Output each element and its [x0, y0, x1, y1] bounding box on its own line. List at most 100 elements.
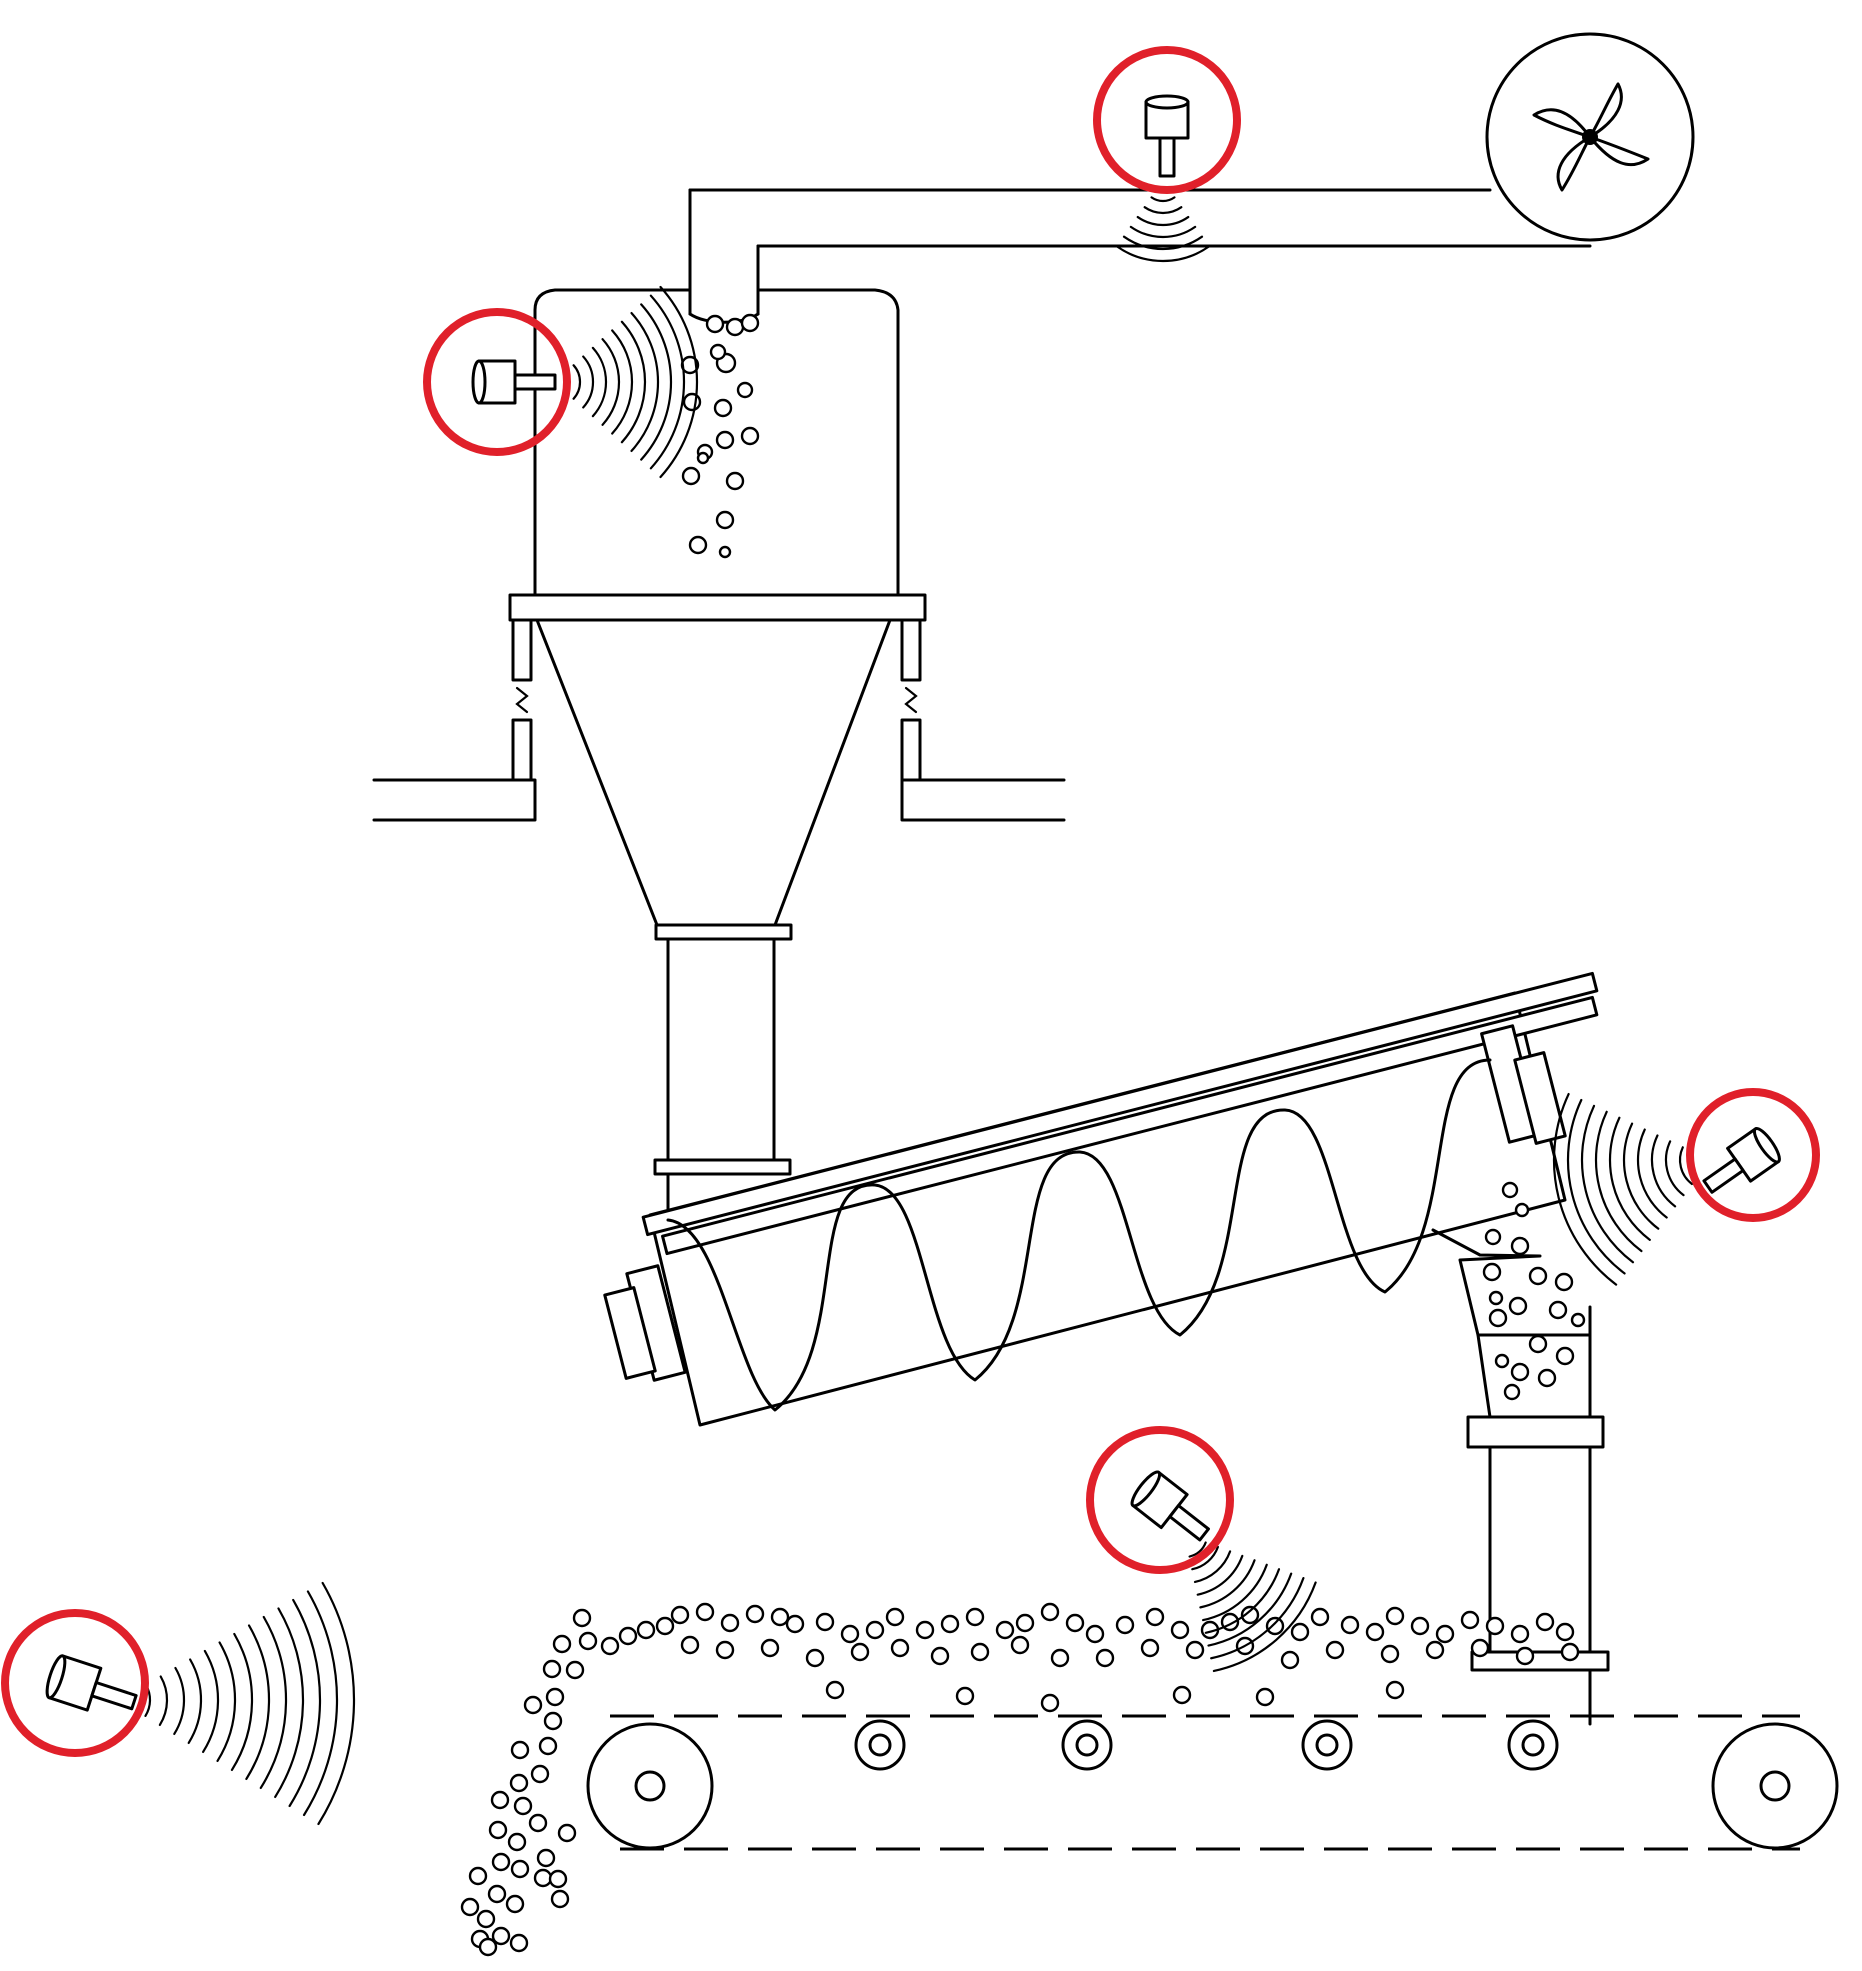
particle-64: [509, 1933, 529, 1953]
left-bottom-sensor-icon-lens: [45, 1654, 67, 1700]
particle-21: [1484, 1228, 1502, 1246]
particle-130: [1515, 1646, 1535, 1666]
particle-24: [1482, 1262, 1502, 1282]
particle-59: [550, 1889, 570, 1909]
particle-38: [578, 1631, 598, 1651]
particle-41: [565, 1660, 585, 1680]
particle-72: [636, 1620, 656, 1640]
particle-115: [850, 1642, 870, 1662]
particle-71: [618, 1626, 638, 1646]
left-sensor-wave: [620, 320, 647, 444]
particle-9: [681, 466, 701, 486]
left-bottom-sensor-wave: [288, 1598, 322, 1808]
particle-133: [955, 1686, 975, 1706]
left-bottom-sensor-wave: [317, 1581, 356, 1826]
particle-118: [970, 1642, 990, 1662]
particle-94: [1170, 1620, 1190, 1640]
sensor-wave-group: [144, 196, 1694, 1826]
particle-29: [1528, 1334, 1548, 1354]
particle-125: [1280, 1650, 1300, 1670]
particle-54: [491, 1852, 511, 1872]
middle-sensor-wave: [1196, 1554, 1244, 1596]
particle-83: [885, 1607, 905, 1627]
particle-55: [510, 1859, 530, 1879]
particle-123: [1185, 1640, 1205, 1660]
left-sensor-wave: [630, 311, 660, 453]
machinery-outline: [372, 32, 1839, 1851]
particle-132: [825, 1680, 845, 1700]
particle-119: [1010, 1635, 1030, 1655]
middle-sensor-icon-highlight-ring: [1086, 1426, 1234, 1574]
left-bottom-sensor-wave: [230, 1632, 254, 1772]
fan-icon: [1485, 32, 1695, 242]
particle-13: [718, 545, 732, 559]
particle-11: [715, 510, 735, 530]
particle-36: [1494, 1353, 1510, 1369]
particle-82: [865, 1620, 885, 1640]
particle-99: [1290, 1622, 1310, 1642]
particle-37: [572, 1608, 592, 1628]
particle-33: [1503, 1383, 1521, 1401]
sensor-group: [1, 46, 1820, 1757]
particle-135: [1172, 1685, 1192, 1705]
top-sensor-icon: [1144, 94, 1190, 178]
particle-86: [965, 1607, 985, 1627]
left-sensor-wave: [572, 364, 582, 400]
left-sensor-wave: [640, 303, 673, 461]
top-sensor-icon-highlight-ring: [1093, 46, 1241, 194]
particle-136: [1255, 1687, 1275, 1707]
particle-30: [1555, 1346, 1575, 1366]
middle-sensor-wave: [1199, 1559, 1256, 1609]
left-bottom-sensor-wave: [173, 1666, 186, 1736]
left-sensor-icon-highlight-ring: [423, 308, 571, 456]
particle-65: [460, 1897, 480, 1917]
top-sensor-wave: [1129, 225, 1197, 239]
particle-98: [1265, 1616, 1285, 1636]
particle-20: [1514, 1202, 1530, 1218]
right-sensor-wave: [1622, 1122, 1660, 1230]
top-sensor-wave: [1150, 196, 1176, 203]
left-sensor-wave: [601, 338, 621, 426]
particle-31: [1510, 1362, 1530, 1382]
particle-19: [1501, 1181, 1519, 1199]
particle-46: [510, 1740, 530, 1760]
left-bottom-sensor-wave: [202, 1649, 220, 1754]
particle-53: [507, 1832, 527, 1852]
left-bottom-sensor-wave: [259, 1615, 288, 1790]
particle-76: [720, 1613, 740, 1633]
particle-25: [1554, 1272, 1574, 1292]
particle-16: [725, 317, 745, 337]
particle-93: [1145, 1607, 1165, 1627]
right-sensor-icon: [1702, 1127, 1781, 1194]
right-sensor-wave: [1678, 1146, 1694, 1186]
middle-sensor-wave: [1188, 1541, 1207, 1558]
left-sensor-wave: [591, 346, 608, 418]
particle-108: [1510, 1624, 1530, 1644]
particle-117: [930, 1646, 950, 1666]
particle-34: [1570, 1312, 1586, 1328]
cyclone-separator: [508, 188, 1592, 1217]
right-sensor-icon-stem: [1702, 1157, 1745, 1194]
middle-sensor-wave: [1191, 1545, 1219, 1571]
particle-23: [1528, 1266, 1548, 1286]
particle-40: [542, 1659, 562, 1679]
middle-sensor-wave: [1201, 1563, 1268, 1622]
particle-63: [491, 1926, 511, 1946]
particle-84: [915, 1620, 935, 1640]
right-sensor-wave: [1566, 1098, 1626, 1275]
particle-121: [1095, 1648, 1115, 1668]
left-sensor-icon-stem: [513, 373, 557, 391]
particle-61: [476, 1909, 496, 1929]
particle-45: [538, 1736, 558, 1756]
particle-47: [530, 1764, 550, 1784]
particle-112: [715, 1640, 735, 1660]
particle-17: [740, 426, 760, 446]
particle-91: [1085, 1624, 1105, 1644]
particle-137: [1385, 1680, 1405, 1700]
vibrating-hopper: [372, 618, 1066, 822]
particle-74: [670, 1605, 690, 1625]
particle-58: [533, 1868, 553, 1888]
top-sensor-wave: [1122, 235, 1204, 251]
particle-15: [709, 343, 727, 361]
